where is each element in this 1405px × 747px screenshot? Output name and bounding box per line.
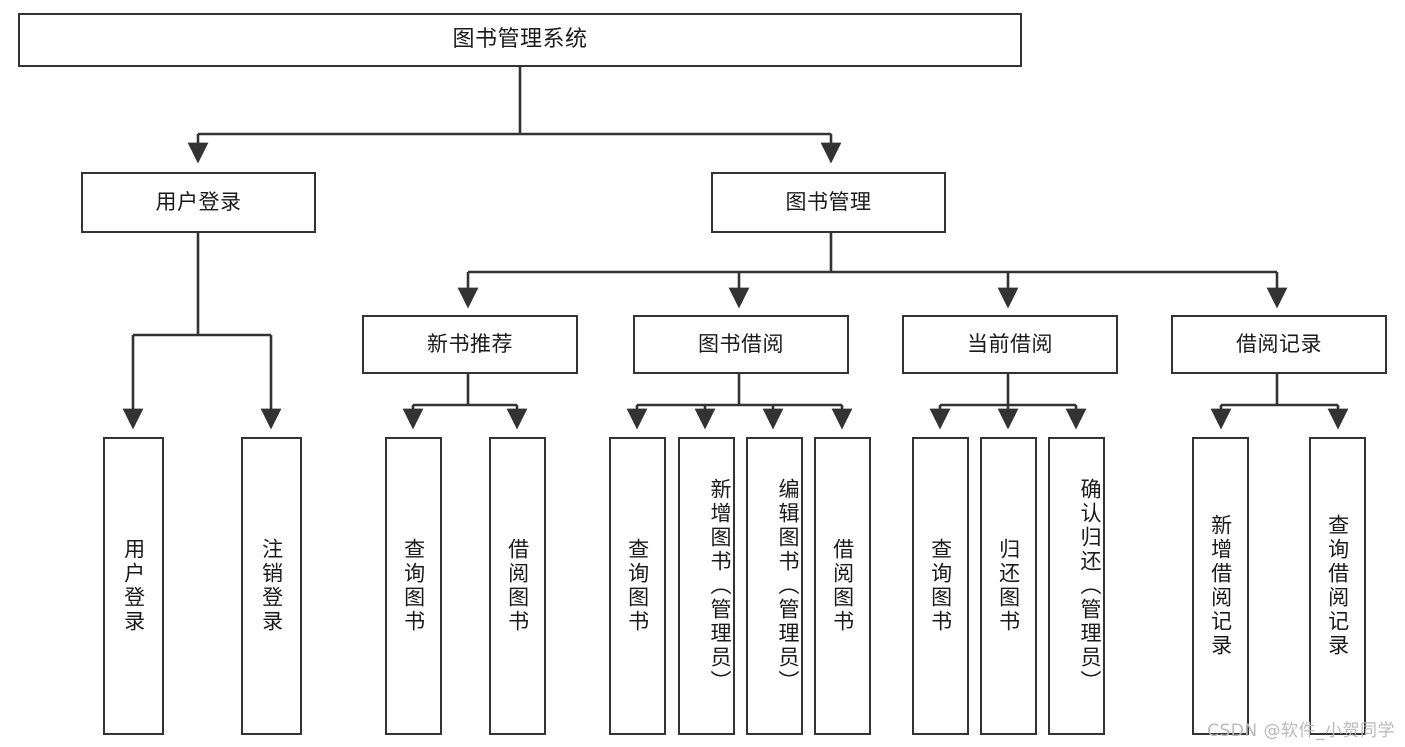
node-book-management[interactable]: 图书管理 [711,172,946,233]
node-label: 编辑图书（管理员） [776,478,800,694]
leaf-borrow-book-1[interactable]: 借阅图书 [489,437,546,735]
node-label: 用户登录 [121,538,146,634]
node-label: 借阅图书 [505,538,530,634]
leaf-query-borrow-record[interactable]: 查询借阅记录 [1309,437,1366,735]
node-label: 查询图书 [401,538,426,634]
node-label: 当前借阅 [967,331,1053,356]
node-current-borrow[interactable]: 当前借阅 [902,315,1118,374]
leaf-query-book-2[interactable]: 查询图书 [609,437,666,735]
node-label: 新增图书（管理员） [708,478,732,694]
node-root-system[interactable]: 图书管理系统 [18,13,1022,67]
leaf-query-book-3[interactable]: 查询图书 [912,437,969,735]
node-label: 查询借阅记录 [1325,514,1350,658]
node-label: 用户登录 [155,189,242,214]
leaf-borrow-book-2[interactable]: 借阅图书 [814,437,871,735]
node-label: 借阅图书 [830,538,855,634]
node-label: 借阅记录 [1236,331,1322,356]
node-label: 查询图书 [625,538,650,634]
node-label: 注销登录 [259,538,284,634]
node-label: 查询图书 [928,538,953,634]
node-label: 新书推荐 [427,331,513,356]
node-new-book-recommend[interactable]: 新书推荐 [362,315,578,374]
node-user-login[interactable]: 用户登录 [81,172,316,233]
csdn-watermark: CSDN @软件_小贺同学 [1207,721,1395,741]
leaf-query-book-1[interactable]: 查询图书 [385,437,442,735]
leaf-add-borrow-record[interactable]: 新增借阅记录 [1192,437,1249,735]
node-book-borrow[interactable]: 图书借阅 [633,315,849,374]
node-borrow-records[interactable]: 借阅记录 [1171,315,1387,374]
node-label: 归还图书 [996,538,1021,634]
leaf-logout[interactable]: 注销登录 [241,437,302,735]
leaf-return-book[interactable]: 归还图书 [980,437,1037,735]
leaf-user-login[interactable]: 用户登录 [103,437,164,735]
leaf-confirm-return-admin[interactable]: 确认归还（管理员） [1048,437,1105,735]
node-label: 图书管理 [785,189,872,214]
leaf-add-book-admin[interactable]: 新增图书（管理员） [678,437,735,735]
leaf-edit-book-admin[interactable]: 编辑图书（管理员） [746,437,803,735]
node-label: 确认归还（管理员） [1078,478,1102,694]
node-label: 图书借阅 [698,331,784,356]
node-label: 图书管理系统 [452,26,588,52]
node-label: 新增借阅记录 [1208,514,1233,658]
